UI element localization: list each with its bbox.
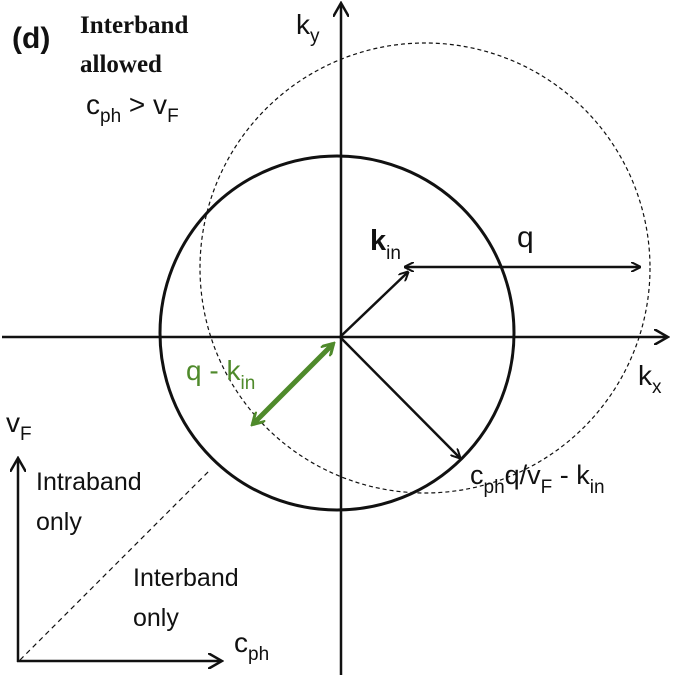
condition-label: cph > vF — [86, 89, 179, 127]
intraband-only-line2: only — [36, 508, 82, 536]
intraband-only-line1: Intraband — [36, 468, 142, 496]
interband-only-line1: Interband — [133, 564, 239, 592]
cph-q-minus-kin-label: cphq/vF - kin — [470, 460, 605, 498]
q-label: q — [517, 221, 534, 254]
kin-label: kin — [370, 225, 401, 264]
panel-title-line2: allowed — [80, 51, 162, 78]
fermi-circle — [158, 154, 516, 512]
kin-arrow — [339, 272, 408, 338]
inset-cph-label: cph — [234, 627, 269, 665]
panel-title-line1: Interband — [80, 12, 188, 39]
q-minus-kin-arrow — [253, 344, 333, 424]
inset-vf-label: vF — [6, 407, 32, 445]
shifted-fermi-circle — [199, 42, 651, 494]
ky-axis-label: ky — [296, 9, 320, 47]
cph-q-minus-kin-arrow — [339, 336, 460, 458]
panel-letter: (d) — [12, 22, 50, 55]
interband-only-line2: only — [133, 604, 179, 632]
kx-axis-label: kx — [638, 360, 662, 398]
q-minus-kin-label: q - kin — [186, 355, 255, 394]
